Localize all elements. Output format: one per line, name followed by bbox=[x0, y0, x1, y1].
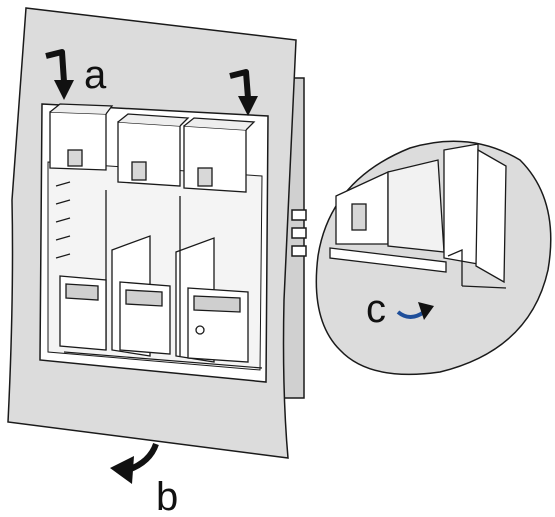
connector-3-slot bbox=[193, 295, 241, 313]
connector-1-slot bbox=[65, 283, 99, 301]
arrow-a-left bbox=[45, 49, 74, 100]
arrow-b-head bbox=[110, 456, 134, 484]
zoom-bottom-edge bbox=[461, 285, 507, 289]
label-a: a bbox=[84, 53, 107, 97]
arrow-b bbox=[110, 442, 159, 484]
arrow-a-right-head bbox=[238, 96, 258, 116]
terminal-block-1-top bbox=[49, 103, 114, 115]
terminal-block-3 bbox=[183, 125, 247, 193]
zoom-ledge bbox=[329, 247, 447, 273]
top-terminal-blocks bbox=[49, 103, 256, 193]
arrow-c-shaft bbox=[396, 310, 426, 319]
arrow-c bbox=[396, 302, 434, 320]
housing-side-clip-1 bbox=[291, 209, 307, 221]
rib-1 bbox=[55, 181, 71, 187]
device-window bbox=[39, 103, 269, 383]
left-ribs bbox=[55, 181, 71, 259]
connector-2-slot bbox=[125, 289, 163, 307]
zoom-clip bbox=[351, 203, 367, 231]
rib-2 bbox=[55, 199, 71, 205]
rib-5 bbox=[55, 253, 71, 259]
terminal-screw-3 bbox=[197, 167, 213, 187]
arrow-c-head bbox=[418, 302, 434, 320]
zoom-hook bbox=[447, 249, 463, 286]
bottom-ledge bbox=[63, 351, 263, 369]
connector-3-hole bbox=[195, 325, 205, 335]
arrow-a-left-shaft bbox=[45, 49, 67, 83]
zoom-edge-panel bbox=[475, 148, 507, 284]
arrow-a-right-shaft bbox=[229, 69, 251, 99]
terminal-screw-2 bbox=[131, 161, 147, 181]
terminal-block-2 bbox=[117, 121, 181, 187]
bottom-connectors bbox=[59, 275, 249, 363]
housing-side-clip-2 bbox=[291, 227, 307, 239]
zoom-block bbox=[387, 159, 445, 253]
rib-4 bbox=[55, 235, 71, 241]
detail-magnifier: c bbox=[315, 140, 552, 376]
terminal-screw-1 bbox=[67, 149, 83, 167]
magnifier-interior bbox=[329, 143, 507, 289]
rib-3 bbox=[55, 217, 71, 223]
arrow-a-left-head bbox=[54, 80, 74, 100]
housing-side-clip-3 bbox=[291, 245, 307, 257]
label-b: b bbox=[156, 475, 178, 517]
terminal-block-2-top bbox=[117, 113, 190, 127]
zoom-panel-right bbox=[443, 143, 479, 265]
terminal-block-1 bbox=[49, 111, 107, 171]
label-c: c bbox=[366, 287, 386, 331]
arrow-a-right bbox=[229, 69, 258, 116]
terminal-block-3-top bbox=[183, 117, 256, 131]
